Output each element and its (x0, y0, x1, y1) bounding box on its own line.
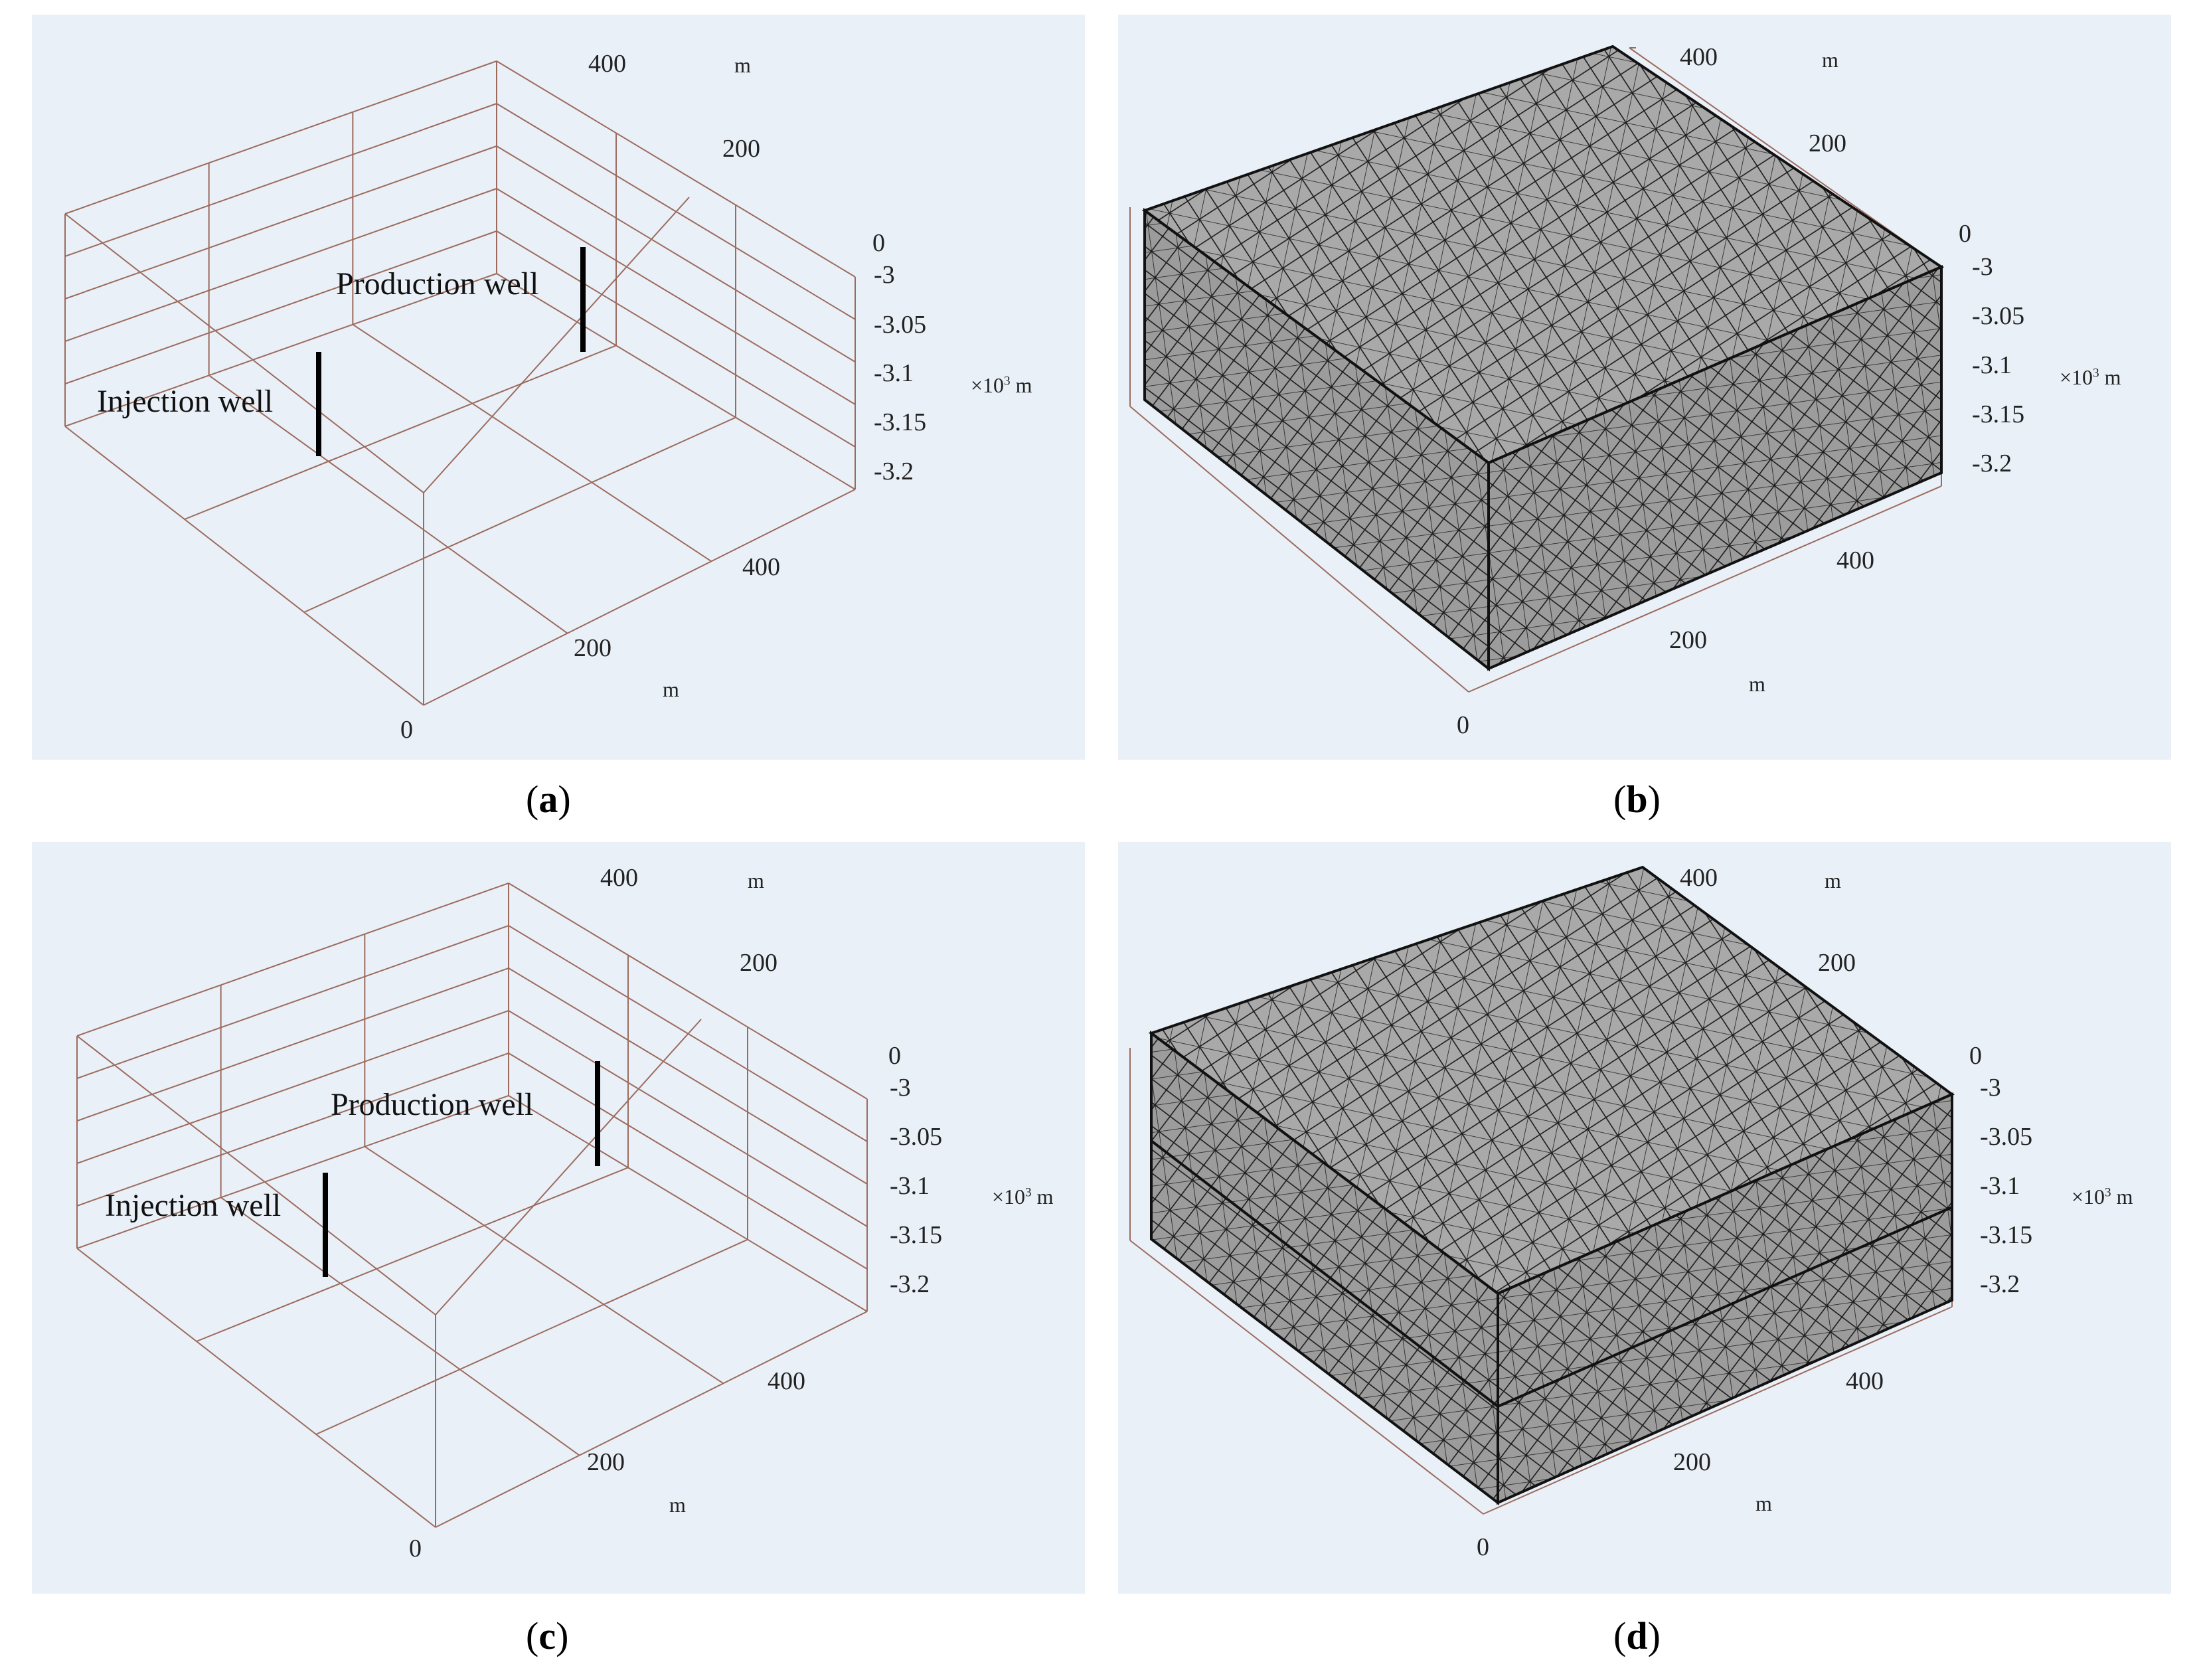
panel-d-mesh-box (1129, 865, 1955, 1515)
panel-c-geometry: Injection well Production well 400 m 200… (32, 842, 1085, 1594)
tick-z-305-a: -3.05 (874, 311, 927, 339)
tick-z-31-a: -3.1 (874, 359, 914, 387)
tick-y-400-a: 400 (588, 50, 626, 78)
tick-y-400-d: 400 (1680, 864, 1718, 892)
tick-y-400-b: 400 (1680, 43, 1718, 71)
tick-z-31-c: -3.1 (890, 1172, 930, 1200)
tick-z-315-c: -3.15 (890, 1221, 943, 1249)
panel-a-geometry: Injection well Production well 400 m 200… (32, 15, 1085, 760)
unit-z-d: ×103 m (2072, 1185, 2133, 1209)
panel-label-a: (a) (526, 778, 571, 821)
tick-x-0-d: 0 (1477, 1533, 1489, 1561)
production-well-label-c: Production well (331, 1087, 534, 1122)
unit-y-d: m (1825, 869, 1841, 892)
tick-z-32-c: -3.2 (890, 1270, 930, 1298)
unit-x-a: m (663, 677, 679, 701)
tick-z-315-b: -3.15 (1972, 400, 2025, 428)
tick-z-305-d: -3.05 (1980, 1123, 2033, 1151)
tick-x-200-a: 200 (574, 634, 611, 662)
injection-well-label-c: Injection well (105, 1188, 282, 1223)
panel-label-d: (d) (1613, 1614, 1661, 1657)
tick-x-200-b: 200 (1669, 626, 1707, 654)
tick-x-200-c: 200 (587, 1448, 625, 1476)
tick-y-400-c: 400 (600, 864, 638, 892)
tick-z-315-d: -3.15 (1980, 1221, 2033, 1249)
tick-x-400-a: 400 (742, 553, 780, 581)
panel-c-frame (76, 882, 868, 1528)
panel-label-b: (b) (1613, 778, 1661, 821)
tick-x-400-d: 400 (1846, 1367, 1884, 1395)
tick-z-3-c: -3 (890, 1074, 911, 1102)
panel-a-frame (64, 60, 856, 706)
tick-z-31-b: -3.1 (1972, 351, 2012, 379)
tick-z-0-b: 0 (1959, 220, 1971, 248)
tick-z-305-c: -3.05 (890, 1123, 943, 1151)
panel-b-mesh: 400 m 200 0 -3 -3.05 -3.1 -3.15 -3.2 ×10… (1118, 15, 2171, 760)
unit-x-d: m (1755, 1491, 1772, 1515)
tick-z-3-b: -3 (1972, 253, 1993, 281)
tick-z-305-b: -3.05 (1972, 302, 2025, 330)
tick-z-3-a: -3 (874, 261, 895, 289)
unit-y-a: m (734, 53, 751, 77)
layer-boundary-front (1150, 1139, 1499, 1408)
panel-d-mesh: 400 m 200 0 -3 -3.05 -3.1 -3.15 -3.2 ×10… (1118, 842, 2171, 1594)
unit-x-c: m (669, 1493, 686, 1517)
tick-y-200-b: 200 (1809, 129, 1846, 157)
unit-z-a: ×103 m (971, 373, 1032, 397)
unit-z-c: ×103 m (992, 1185, 1054, 1209)
tick-x-400-b: 400 (1836, 546, 1874, 574)
tick-x-400-c: 400 (768, 1367, 805, 1395)
tick-z-315-a: -3.15 (874, 408, 927, 436)
unit-y-b: m (1822, 48, 1838, 72)
tick-x-0-a: 0 (400, 716, 413, 744)
tick-z-32-b: -3.2 (1972, 450, 2012, 477)
unit-y-c: m (748, 869, 764, 892)
unit-z-b: ×103 m (2060, 365, 2121, 389)
tick-z-0-d: 0 (1969, 1042, 1982, 1070)
panel-b-mesh-box (1129, 44, 1945, 693)
tick-y-200-c: 200 (740, 949, 777, 977)
tick-z-3-d: -3 (1980, 1074, 2001, 1102)
tick-z-31-d: -3.1 (1980, 1172, 2020, 1200)
injection-well-label-a: Injection well (97, 384, 274, 419)
tick-x-200-d: 200 (1673, 1448, 1711, 1476)
tick-z-32-d: -3.2 (1980, 1270, 2020, 1298)
tick-x-0-c: 0 (409, 1535, 422, 1562)
tick-y-200-d: 200 (1818, 949, 1856, 977)
tick-z-32-a: -3.2 (874, 458, 914, 485)
tick-z-0-a: 0 (872, 229, 885, 257)
unit-x-b: m (1749, 672, 1765, 696)
tick-x-0-b: 0 (1457, 711, 1469, 739)
tick-z-0-c: 0 (888, 1042, 901, 1070)
panel-label-c: (c) (526, 1614, 569, 1657)
tick-y-200-a: 200 (722, 135, 760, 163)
production-well-label-a: Production well (336, 266, 539, 301)
layer-boundary-side (1497, 1206, 1953, 1408)
